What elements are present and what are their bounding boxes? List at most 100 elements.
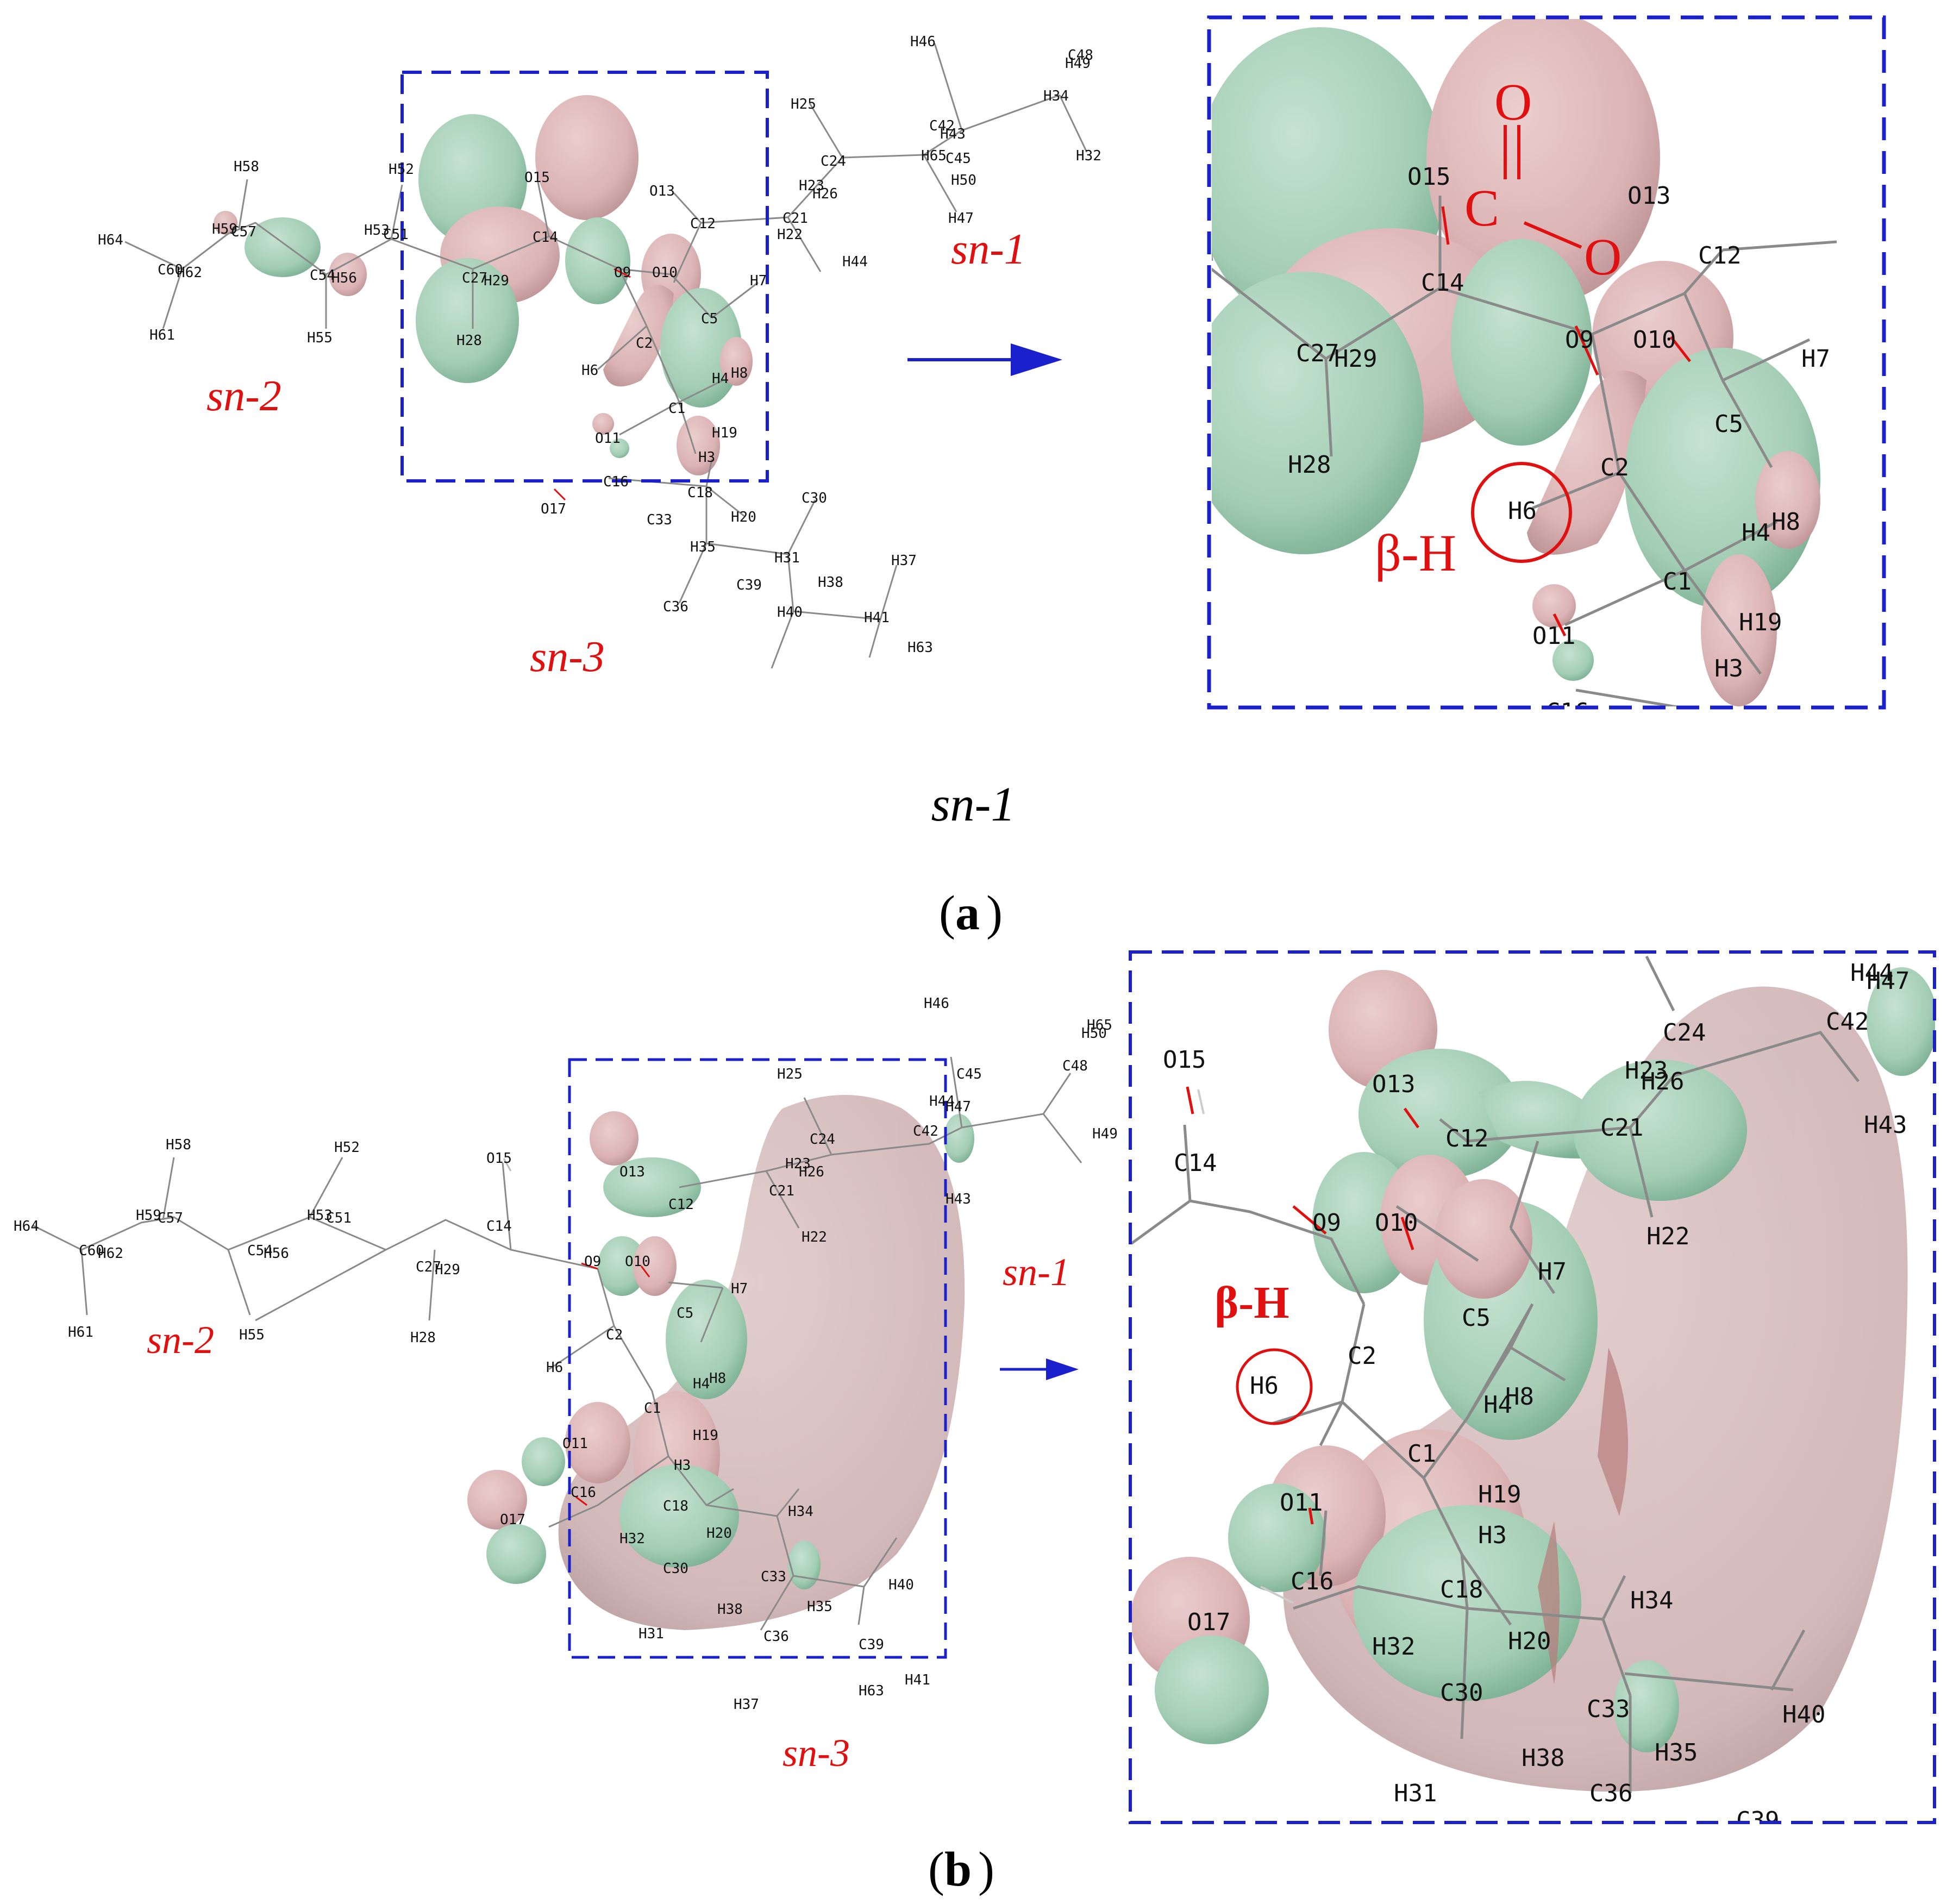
atom-label: H22 bbox=[1647, 1223, 1689, 1250]
atom-label: H58 bbox=[234, 159, 259, 175]
carbonyl-o-label: O bbox=[1494, 73, 1532, 131]
atom-label: H38 bbox=[1522, 1744, 1564, 1772]
atom-label: H35 bbox=[807, 1599, 832, 1615]
atom-label: H62 bbox=[177, 265, 202, 281]
atom-label: C2 bbox=[636, 335, 653, 352]
atom-label: H4 bbox=[1483, 1391, 1512, 1419]
atom-label: C57 bbox=[158, 1210, 183, 1226]
atom-label: C16 bbox=[1291, 1568, 1334, 1595]
atom-label: O17 bbox=[541, 501, 566, 517]
atom-label: C12 bbox=[690, 216, 716, 232]
atom-label: H56 bbox=[264, 1245, 289, 1262]
atom-label: H4 bbox=[712, 371, 729, 387]
atom-label: H26 bbox=[799, 1164, 824, 1180]
panel-b-zoom-box bbox=[1129, 950, 1936, 1824]
panel-a-zoom-red-bonds bbox=[1441, 206, 1691, 637]
panel-a-zoom-atom-labels: H52 H53 C51 O15 C14 C27 H29 H28 O13 C12 … bbox=[1155, 163, 1830, 726]
atom-label: C21 bbox=[1600, 1114, 1643, 1142]
atom-label: C24 bbox=[1663, 1019, 1706, 1047]
atom-label: H34 bbox=[788, 1504, 813, 1520]
panel-b-zoom-red-bonds bbox=[1186, 1086, 1420, 1525]
atom-label: H52 bbox=[389, 161, 414, 178]
sn3-label: sn-3 bbox=[530, 633, 605, 681]
atom-label: C33 bbox=[647, 512, 672, 528]
atom-label: C42 bbox=[1826, 1008, 1869, 1036]
carbonyl-c-label: C bbox=[1464, 179, 1499, 237]
atom-label: H55 bbox=[307, 330, 333, 346]
atom-label: C16 bbox=[603, 474, 629, 490]
atom-label: H7 bbox=[1538, 1258, 1567, 1286]
atom-label: C14 bbox=[533, 229, 558, 246]
atom-label: H40 bbox=[1782, 1701, 1825, 1728]
atom-label: H31 bbox=[774, 550, 800, 566]
atom-label: H37 bbox=[734, 1696, 759, 1713]
atom-label: H35 bbox=[1655, 1739, 1698, 1767]
atom-label: C33 bbox=[761, 1569, 786, 1585]
atom-label: O11 bbox=[1532, 622, 1575, 650]
atom-label: O10 bbox=[1633, 326, 1676, 354]
panel-b-overview-red-bonds bbox=[575, 1262, 650, 1506]
atom-label: H32 bbox=[1372, 1633, 1415, 1661]
atom-label: H20 bbox=[1508, 1627, 1551, 1655]
panel-b-overview-orbitals bbox=[467, 1095, 974, 1630]
atom-label: C45 bbox=[956, 1066, 982, 1082]
atom-label: H38 bbox=[717, 1601, 743, 1618]
atom-label: C12 bbox=[1445, 1125, 1488, 1153]
atom-label: H44 bbox=[1850, 959, 1893, 987]
atom-label: C51 bbox=[1155, 261, 1198, 289]
atom-label: H53 bbox=[307, 1207, 333, 1224]
atom-label: H38 bbox=[818, 574, 843, 591]
atom-label: H65 bbox=[921, 148, 947, 164]
atom-label: H52 bbox=[334, 1139, 360, 1156]
atom-label: H8 bbox=[1771, 508, 1800, 536]
atom-label: H8 bbox=[709, 1370, 726, 1387]
atom-label: C1 bbox=[644, 1400, 661, 1417]
atom-label: H29 bbox=[435, 1262, 460, 1278]
atom-label: C16 bbox=[1546, 698, 1589, 726]
atom-label: C36 bbox=[1589, 1780, 1632, 1807]
atom-label: H34 bbox=[1043, 88, 1069, 104]
atom-label: H64 bbox=[14, 1218, 39, 1235]
atom-label: O10 bbox=[652, 265, 678, 281]
atom-label: C27 bbox=[1296, 340, 1339, 367]
atom-label: C21 bbox=[769, 1183, 794, 1199]
atom-label: H49 bbox=[1092, 1126, 1118, 1142]
panel-b-caption-close: ) bbox=[978, 1843, 994, 1896]
beta-h-circle bbox=[1471, 462, 1572, 563]
atom-label: C24 bbox=[810, 1131, 835, 1148]
atom-label: H23 bbox=[799, 178, 824, 194]
atom-label: H37 bbox=[891, 553, 917, 569]
atom-label: C54 bbox=[247, 1243, 273, 1259]
atom-label: H40 bbox=[777, 604, 803, 621]
atom-label: O15 bbox=[524, 170, 550, 186]
panel-a: H58 H64 H59 C57 C60 H62 C54 H56 H61 H55 … bbox=[98, 15, 1886, 940]
atom-label: H50 bbox=[951, 172, 976, 189]
atom-label: O17 bbox=[1187, 1608, 1230, 1636]
beta-h-label: β-H bbox=[1214, 1277, 1289, 1328]
atom-label: O15 bbox=[486, 1150, 512, 1167]
sn1-label: sn-1 bbox=[951, 226, 1026, 273]
atom-label: O13 bbox=[649, 183, 675, 199]
atom-label: H47 bbox=[1867, 967, 1910, 995]
atom-label: C14 bbox=[486, 1218, 512, 1235]
atom-label: H20 bbox=[731, 509, 756, 525]
atom-label: H25 bbox=[777, 1066, 803, 1082]
atom-label: H49 bbox=[1065, 55, 1091, 72]
atom-label: C48 bbox=[1062, 1058, 1088, 1074]
atom-label: H7 bbox=[750, 273, 767, 289]
atom-label: C60 bbox=[79, 1243, 104, 1259]
atom-label: C18 bbox=[663, 1498, 688, 1514]
atom-label: O11 bbox=[562, 1436, 588, 1452]
atom-label: C30 bbox=[1440, 1679, 1483, 1707]
atom-label: H6 bbox=[546, 1360, 563, 1376]
atom-label: C33 bbox=[1587, 1695, 1630, 1723]
atom-label: C27 bbox=[416, 1259, 441, 1275]
atom-label: H28 bbox=[410, 1330, 436, 1346]
beta-h-circle bbox=[1236, 1348, 1313, 1425]
panel-a-overview-atom-labels: H58 H64 H59 C57 C60 H62 C54 H56 H61 H55 … bbox=[98, 34, 1101, 656]
atom-label: H32 bbox=[1076, 148, 1101, 164]
atom-label: O9 bbox=[1312, 1209, 1341, 1237]
atom-label: H61 bbox=[68, 1324, 93, 1341]
panel-a-caption-letter: a bbox=[955, 886, 980, 940]
atom-label: H46 bbox=[910, 34, 936, 50]
